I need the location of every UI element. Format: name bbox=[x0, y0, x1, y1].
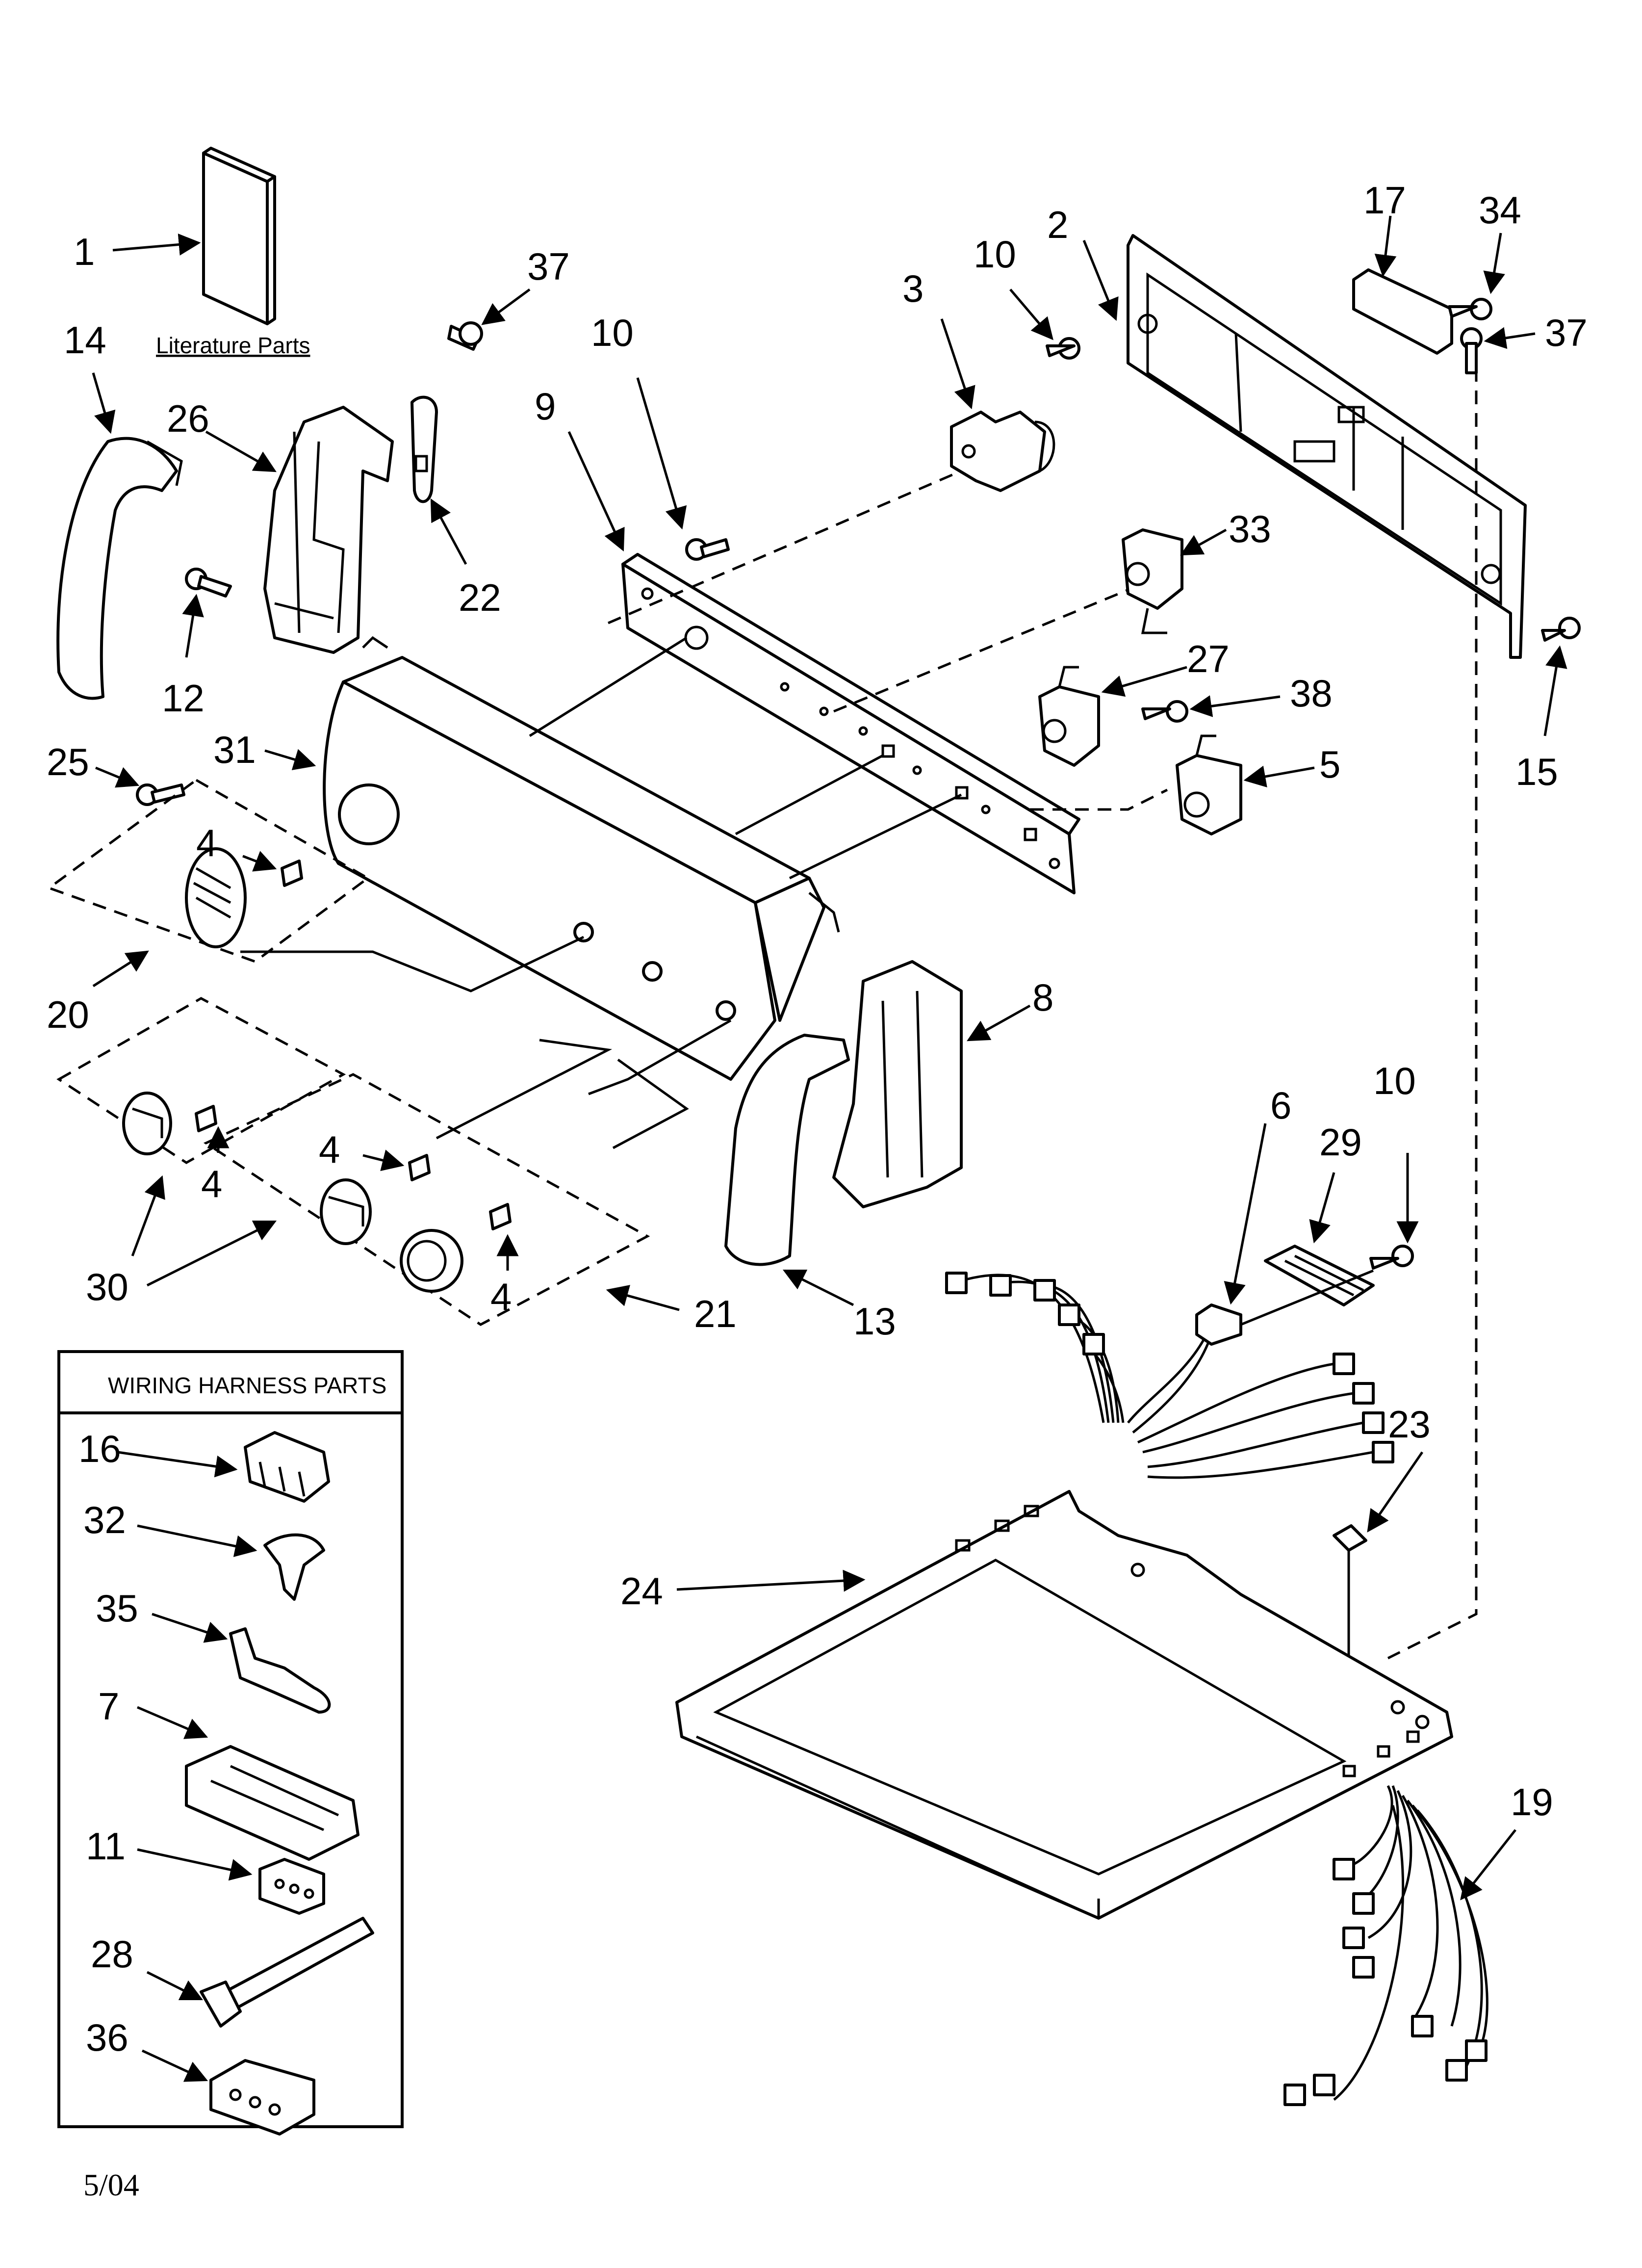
wiring-harness-parts-box: WIRING HARNESS PARTS 16 32 35 7 bbox=[57, 1350, 404, 2136]
upper-wire-harness bbox=[945, 1272, 1394, 1479]
callout-13: 13 bbox=[853, 1300, 896, 1343]
callout-36: 36 bbox=[86, 2016, 128, 2059]
callout-4-left: 4 bbox=[201, 1162, 222, 1205]
screw-34 bbox=[1448, 298, 1492, 320]
spring-clip-4c bbox=[408, 1154, 431, 1181]
screw-38 bbox=[1141, 700, 1188, 723]
screw-10-switch bbox=[1046, 337, 1080, 360]
screw-10-board bbox=[1369, 1245, 1414, 1270]
spring-clip-4d bbox=[489, 1203, 512, 1230]
control-console bbox=[323, 636, 840, 1081]
callout-21: 21 bbox=[694, 1292, 737, 1335]
callout-4-bottom: 4 bbox=[490, 1275, 512, 1318]
end-cap-left bbox=[56, 437, 178, 700]
callout-12: 12 bbox=[162, 677, 205, 720]
callout-34: 34 bbox=[1479, 188, 1521, 232]
spring-clip-4a bbox=[281, 860, 303, 887]
washer-top-panel bbox=[675, 1490, 1453, 1920]
callout-11: 11 bbox=[86, 1825, 126, 1868]
rear-console-panel bbox=[1127, 234, 1527, 659]
callout-38: 38 bbox=[1290, 672, 1333, 715]
connector-11 bbox=[258, 1858, 325, 1915]
callout-30: 30 bbox=[86, 1265, 128, 1308]
lower-wire-harness bbox=[1283, 1785, 1488, 2106]
rotary-switch-5 bbox=[1176, 734, 1242, 835]
cable-tie-28 bbox=[200, 1917, 374, 2028]
push-button-knob bbox=[400, 1229, 463, 1293]
callout-5: 5 bbox=[1319, 743, 1340, 786]
end-cap-bracket-left bbox=[263, 406, 394, 654]
latch-strap bbox=[410, 395, 438, 503]
callout-3: 3 bbox=[902, 267, 924, 310]
callout-16: 16 bbox=[78, 1427, 121, 1470]
knob-group-21-outline bbox=[203, 1073, 650, 1326]
callout-31: 31 bbox=[213, 728, 256, 771]
terminal-block-6 bbox=[1195, 1303, 1242, 1346]
clip-32 bbox=[263, 1533, 325, 1601]
circuit-board-29 bbox=[1264, 1245, 1375, 1306]
callout-37-top: 37 bbox=[527, 245, 570, 288]
callout-28: 28 bbox=[91, 1932, 133, 1976]
callout-1: 1 bbox=[74, 230, 95, 273]
callout-35: 35 bbox=[96, 1587, 138, 1630]
date-code: 5/04 bbox=[83, 2167, 139, 2202]
spring-clip-4b bbox=[195, 1105, 217, 1132]
literature-label: Literature Parts bbox=[156, 333, 310, 358]
screw-37-left bbox=[447, 321, 483, 351]
callout-9: 9 bbox=[535, 385, 556, 428]
callout-15: 15 bbox=[1515, 750, 1558, 793]
callout-25: 25 bbox=[47, 740, 89, 783]
end-cap-right bbox=[724, 1034, 850, 1266]
selector-knob-middle bbox=[320, 1178, 372, 1245]
knob-group-20-outline bbox=[46, 779, 370, 963]
control-panel-bracket bbox=[621, 553, 1080, 894]
callout-10-panel: 10 bbox=[591, 311, 634, 354]
callout-14: 14 bbox=[64, 318, 106, 362]
timer-switch bbox=[950, 411, 1055, 492]
callout-26: 26 bbox=[167, 397, 209, 440]
end-cap-bracket-right bbox=[832, 960, 963, 1208]
callout-20: 20 bbox=[47, 993, 89, 1036]
literature-booklet bbox=[202, 147, 276, 325]
callout-7: 7 bbox=[98, 1685, 119, 1728]
callout-2: 2 bbox=[1047, 203, 1068, 246]
connector-16 bbox=[244, 1431, 330, 1503]
callout-10-switch: 10 bbox=[974, 233, 1016, 276]
screw-10-panel bbox=[685, 538, 730, 561]
callout-24: 24 bbox=[620, 1569, 663, 1613]
knob-group-30-outline bbox=[56, 997, 346, 1164]
callout-37-right: 37 bbox=[1545, 311, 1588, 354]
callout-22: 22 bbox=[459, 576, 501, 619]
callout-29: 29 bbox=[1319, 1121, 1362, 1164]
callout-33: 33 bbox=[1229, 507, 1271, 550]
rotary-switch-33 bbox=[1122, 528, 1183, 634]
callout-27: 27 bbox=[1187, 637, 1230, 680]
screw-25 bbox=[136, 783, 185, 806]
callout-6: 6 bbox=[1270, 1084, 1291, 1127]
connector-housing-7 bbox=[185, 1745, 359, 1861]
selector-knob-left bbox=[122, 1092, 172, 1155]
timer-knob bbox=[185, 847, 247, 948]
callout-10-board: 10 bbox=[1373, 1059, 1416, 1102]
terminal-35 bbox=[229, 1627, 331, 1714]
callout-8: 8 bbox=[1032, 976, 1053, 1019]
harness-clip-23 bbox=[1333, 1524, 1367, 1552]
screw-37-right bbox=[1460, 327, 1483, 374]
screw-15 bbox=[1541, 617, 1581, 642]
callout-19: 19 bbox=[1511, 1780, 1553, 1824]
harness-box-title: WIRING HARNESS PARTS bbox=[108, 1373, 386, 1398]
screw-12 bbox=[185, 568, 232, 598]
callout-4-middle: 4 bbox=[319, 1128, 340, 1171]
callout-23: 23 bbox=[1388, 1403, 1431, 1446]
rotary-switch-27 bbox=[1038, 666, 1100, 767]
callout-17: 17 bbox=[1363, 179, 1406, 222]
connector-36 bbox=[209, 2059, 315, 2136]
callout-4-top: 4 bbox=[196, 821, 217, 864]
access-cover bbox=[1352, 268, 1453, 355]
callout-32: 32 bbox=[83, 1498, 126, 1541]
